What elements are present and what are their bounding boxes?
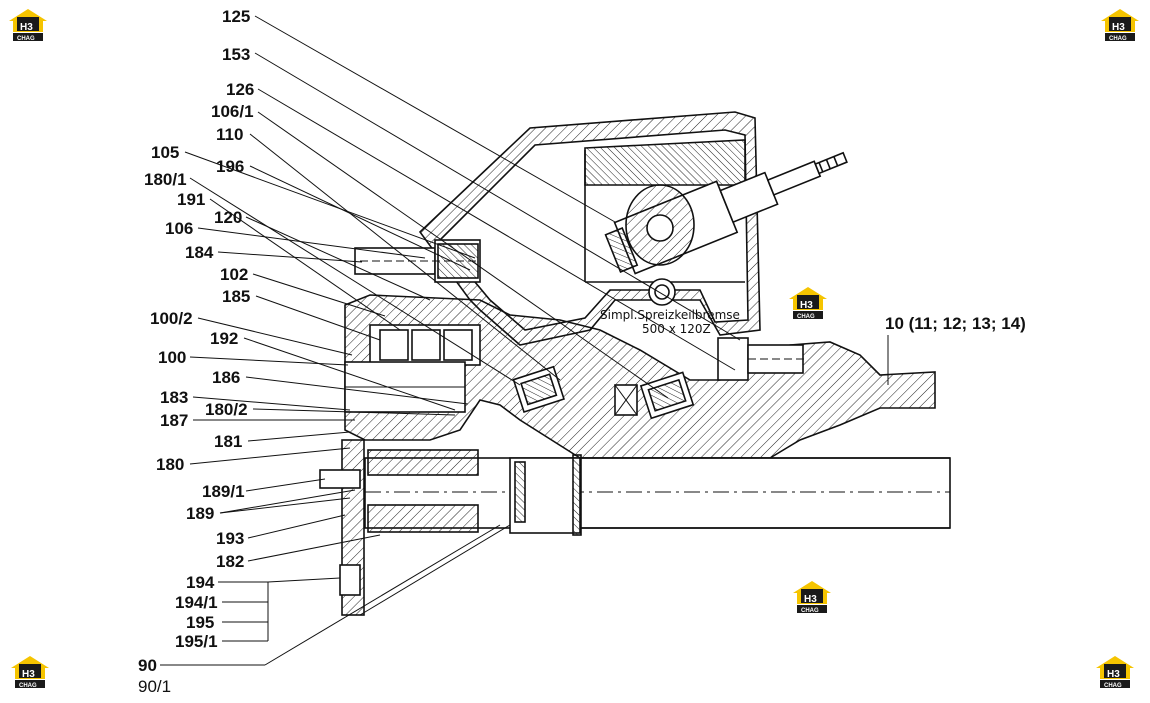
callout-102: 102	[220, 265, 248, 284]
svg-text:CHAG: CHAG	[19, 683, 37, 689]
svg-text:CHAG: CHAG	[801, 608, 819, 614]
svg-text:H3: H3	[804, 594, 817, 605]
callout-100-2: 100/2	[150, 309, 193, 328]
callout-195-1: 195/1	[175, 632, 218, 651]
callout-106-1: 106/1	[211, 102, 254, 121]
watermark-logos: H3 CHAG H3 CHAG H3 CHAG H3 CHAG H3 CHAG …	[9, 9, 1139, 689]
callout-193: 193	[216, 529, 244, 548]
axle-cross-section	[319, 111, 951, 616]
callout-90-1: 90/1	[138, 677, 171, 696]
brake-note-line1: Simpl.Spreizkeilbremse	[600, 308, 740, 322]
callout-194: 194	[186, 573, 215, 592]
callout-187: 187	[160, 411, 188, 430]
svg-text:H3: H3	[22, 669, 35, 680]
callout-192: 192	[210, 329, 238, 348]
callout-195: 195	[186, 613, 214, 632]
callout-labels: 125 153 126 106/1 110 105 196 180/1 191 …	[138, 7, 1026, 696]
svg-text:CHAG: CHAG	[17, 36, 35, 42]
brake-note-line2: 500 x 120Z	[642, 322, 711, 336]
callout-126: 126	[226, 80, 254, 99]
callout-90: 90	[138, 656, 157, 675]
callout-153: 153	[222, 45, 250, 64]
callout-105: 105	[151, 143, 179, 162]
logo-bottom-right: H3 CHAG	[1096, 656, 1134, 689]
callout-189: 189	[186, 504, 214, 523]
svg-text:CHAG: CHAG	[1104, 683, 1122, 689]
callout-183: 183	[160, 388, 188, 407]
callout-194-1: 194/1	[175, 593, 218, 612]
svg-text:H3: H3	[800, 300, 813, 311]
leader-lines	[160, 15, 889, 666]
callout-100: 100	[158, 348, 186, 367]
callout-186: 186	[212, 368, 240, 387]
callout-189-1: 189/1	[202, 482, 245, 501]
callout-106: 106	[165, 219, 193, 238]
logo-lower-center: H3 CHAG	[793, 581, 831, 614]
callout-181: 181	[214, 432, 242, 451]
svg-text:H3: H3	[20, 22, 33, 33]
logo-top-left: H3 CHAG	[9, 9, 47, 42]
callout-185: 185	[222, 287, 250, 306]
svg-text:CHAG: CHAG	[1109, 36, 1127, 42]
callout-180: 180	[156, 455, 184, 474]
callout-196: 196	[216, 157, 244, 176]
callout-191: 191	[177, 190, 205, 209]
callout-125: 125	[222, 7, 250, 26]
svg-text:H3: H3	[1107, 669, 1120, 680]
callout-180-1: 180/1	[144, 170, 187, 189]
callout-120: 120	[214, 208, 242, 227]
callout-182: 182	[216, 552, 244, 571]
callout-110: 110	[216, 125, 243, 144]
svg-text:CHAG: CHAG	[797, 314, 815, 320]
logo-mid-right: H3 CHAG	[789, 287, 827, 320]
callout-180-2: 180/2	[205, 400, 248, 419]
callout-184: 184	[185, 243, 214, 262]
svg-text:H3: H3	[1112, 22, 1125, 33]
logo-top-right: H3 CHAG	[1101, 9, 1139, 42]
right-axle-label: 10 (11; 12; 13; 14)	[885, 314, 1026, 333]
logo-bottom-left: H3 CHAG	[11, 656, 49, 689]
